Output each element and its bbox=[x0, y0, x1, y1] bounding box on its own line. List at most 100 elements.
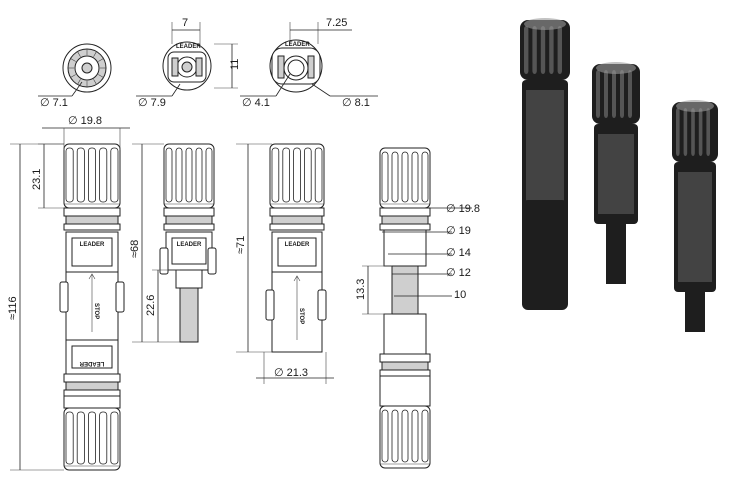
cap-rib bbox=[99, 411, 108, 465]
dim-section-14: ∅ 14 bbox=[446, 247, 471, 259]
seal-ring bbox=[65, 381, 119, 391]
photo-cap-rib bbox=[691, 108, 695, 156]
seal-ring bbox=[163, 223, 215, 231]
dim-male-68: ≈68 bbox=[129, 240, 141, 258]
seal-ring bbox=[379, 353, 431, 363]
dim-diameter-4-1: ∅ 4.1 bbox=[242, 97, 270, 109]
seal-ring bbox=[269, 207, 325, 217]
cap-rib bbox=[65, 147, 74, 203]
section-core bbox=[391, 265, 419, 315]
end-view-left bbox=[62, 43, 112, 93]
photo-cap-rib bbox=[698, 108, 703, 156]
seal-ring bbox=[63, 223, 121, 231]
cap-rib bbox=[401, 151, 409, 203]
dim-diameter-19-8: ∅ 19.8 bbox=[68, 115, 102, 127]
photo-cap-top bbox=[676, 100, 714, 112]
end-view-brand: LEADER bbox=[176, 44, 201, 50]
cap-rib bbox=[293, 147, 301, 203]
seal-ring bbox=[63, 207, 121, 217]
photo-cap-rib bbox=[683, 108, 688, 156]
cap-rib bbox=[195, 147, 203, 203]
cap-rib bbox=[205, 147, 213, 203]
photo-cap-rib bbox=[524, 26, 529, 74]
seal-ring bbox=[269, 223, 325, 231]
end-view-rib bbox=[98, 74, 104, 78]
seal-ring bbox=[379, 369, 431, 377]
seal-ring bbox=[65, 215, 119, 225]
cap-rib bbox=[88, 411, 97, 465]
side-view-male-connector: LEADER bbox=[159, 143, 217, 343]
cap-rib bbox=[76, 411, 85, 465]
cap-rib bbox=[185, 147, 193, 203]
cap-rib bbox=[421, 151, 429, 203]
seal-ring bbox=[381, 361, 429, 371]
section-collar bbox=[379, 375, 431, 407]
latch bbox=[265, 289, 275, 321]
cap-rib bbox=[110, 411, 119, 465]
cap-rib bbox=[314, 147, 323, 203]
housing-brand: LEADER bbox=[285, 242, 310, 248]
cap-rib bbox=[110, 147, 119, 203]
photo-cap-rib bbox=[549, 26, 554, 74]
pin-shroud bbox=[175, 269, 203, 289]
lock-stop-text: STOP bbox=[298, 308, 304, 324]
housing-window bbox=[171, 237, 207, 265]
cap-rib bbox=[421, 409, 429, 463]
lock-arrowhead bbox=[293, 275, 301, 282]
cap-rib bbox=[88, 147, 97, 203]
cap-rib bbox=[381, 151, 389, 203]
seal-ring bbox=[379, 223, 431, 231]
product-photos bbox=[520, 18, 718, 332]
dim-section-12: ∅ 12 bbox=[446, 267, 471, 279]
end-view-middle: LEADER bbox=[162, 41, 212, 91]
seal-ring bbox=[63, 389, 121, 397]
photo-cap bbox=[672, 102, 718, 162]
photo-tail bbox=[685, 292, 705, 332]
end-view-rib bbox=[98, 58, 104, 62]
cap-rib bbox=[411, 151, 419, 203]
end-view-rib bbox=[70, 58, 76, 62]
photo-cap-rib bbox=[532, 26, 537, 74]
side-view-female-connector: LEADER STOP bbox=[265, 143, 327, 353]
dim-section-19: ∅ 19 bbox=[446, 225, 471, 237]
seal-ring bbox=[63, 373, 121, 383]
photo-body-window bbox=[598, 134, 634, 214]
end-view-right-brand: LEADER bbox=[285, 42, 310, 48]
seal-ring bbox=[381, 215, 429, 225]
cap-rib bbox=[271, 147, 280, 203]
lock-arrowhead bbox=[88, 273, 96, 280]
section-upper bbox=[383, 229, 427, 267]
seal-ring bbox=[163, 207, 215, 217]
photo-cap-rib bbox=[706, 108, 710, 156]
cap-rib bbox=[65, 411, 74, 465]
photo-cap-rib bbox=[540, 26, 546, 74]
end-view-rib bbox=[93, 51, 97, 57]
cap-rib bbox=[391, 409, 399, 463]
cap-rib bbox=[391, 151, 399, 203]
dim-diameter-8-1: ∅ 8.1 bbox=[342, 97, 370, 109]
photo-cap-rib bbox=[557, 26, 562, 74]
dim-width-7-25: 7.25 bbox=[326, 17, 347, 29]
dim-section-13-3: 13.3 bbox=[355, 279, 367, 300]
photo-cap-top bbox=[524, 18, 566, 30]
end-view-rib bbox=[77, 79, 81, 85]
latch bbox=[59, 281, 69, 313]
seal-ring bbox=[165, 215, 213, 225]
end-view-right: LEADER bbox=[269, 39, 323, 93]
photo-lower-half bbox=[522, 200, 568, 310]
photo-tail bbox=[606, 224, 626, 284]
photo-body bbox=[674, 162, 716, 292]
latch bbox=[159, 247, 169, 275]
end-view-rib bbox=[77, 51, 81, 57]
latch bbox=[115, 281, 125, 313]
cap-rib bbox=[99, 147, 108, 203]
dim-section-10: 10 bbox=[454, 289, 466, 301]
dim-diameter-21-3: ∅ 21.3 bbox=[274, 367, 308, 379]
housing-brand: LEADER bbox=[80, 242, 105, 248]
cap-rib bbox=[175, 147, 183, 203]
housing-brand: LEADER bbox=[79, 360, 104, 366]
seal-ring bbox=[379, 207, 431, 217]
housing-window bbox=[71, 345, 113, 369]
